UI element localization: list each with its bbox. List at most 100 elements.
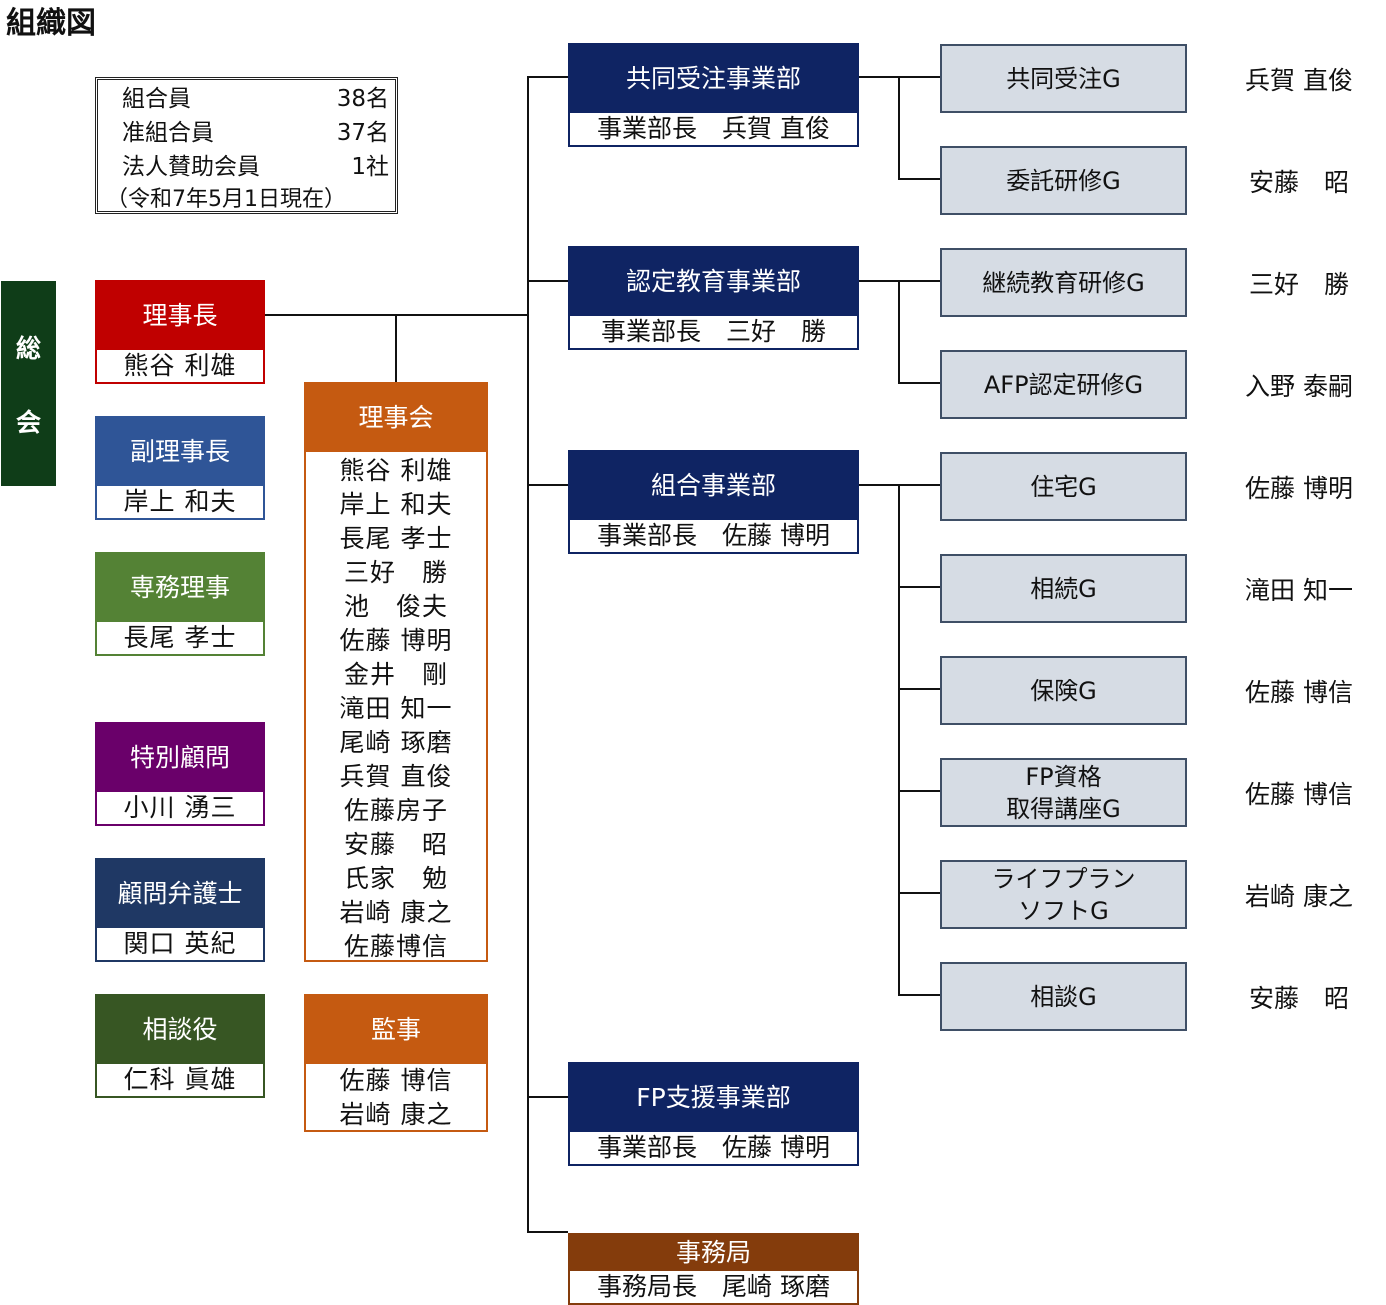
group-leader: 兵賀 直俊 [1245, 65, 1353, 95]
division-fp-support: FP支援事業部 事業部長 佐藤 博明 [568, 1062, 859, 1166]
group-leader: 入野 泰嗣 [1245, 371, 1353, 401]
group-leader: 安藤 昭 [1248, 167, 1349, 197]
group-name: 相談G [1030, 982, 1097, 1011]
auditor-member: 岩崎 康之 [339, 1100, 453, 1129]
board-member: 滝田 知一 [339, 694, 453, 723]
division-joint-orders: 共同受注事業部 事業部長 兵賀 直俊 [568, 43, 859, 147]
membership-label: 准組合員 [122, 120, 214, 146]
board-member: 金井 剛 [343, 660, 448, 689]
division-certified-education: 認定教育事業部 事業部長 三好 勝 [568, 246, 859, 350]
board-member: 兵賀 直俊 [339, 762, 453, 791]
group-name: 委託研修G [1006, 166, 1121, 195]
board-member: 熊谷 利雄 [339, 456, 453, 485]
connector-line [527, 484, 568, 486]
connector-line [527, 76, 568, 78]
role-name: 熊谷 利雄 [123, 351, 237, 380]
role-title: 理事長 [97, 282, 263, 350]
secretariat: 事務局 事務局長 尾崎 琢磨 [568, 1233, 859, 1305]
connector-line [898, 76, 900, 180]
group-name: 相続G [1030, 574, 1097, 603]
group-name: 継続教育研修G [982, 268, 1145, 297]
connector-line [898, 688, 940, 690]
group-name: FP資格 [1025, 762, 1102, 791]
connector-line [395, 314, 397, 382]
group-box: 継続教育研修G [940, 248, 1187, 317]
page-title: 組織図 [6, 6, 96, 41]
division-manager: 事務局長 尾崎 琢磨 [597, 1272, 830, 1301]
board-member: 佐藤博信 [343, 932, 448, 961]
division-manager: 事業部長 佐藤 博明 [597, 521, 830, 550]
group-box: AFP認定研修G [940, 350, 1187, 419]
group-box: 共同受注G [940, 44, 1187, 113]
division-union-business: 組合事業部 事業部長 佐藤 博明 [568, 450, 859, 554]
group-name: ソフトG [1018, 896, 1109, 925]
board-member: 三好 勝 [343, 558, 448, 587]
role-name: 関口 英紀 [123, 929, 237, 958]
role-name: 長尾 孝士 [123, 623, 237, 652]
division-title: FP支援事業部 [570, 1064, 857, 1132]
group-box: 保険G [940, 656, 1187, 725]
role-title: 専務理事 [97, 554, 263, 622]
assembly-char: 総 [15, 333, 41, 363]
board-member: 尾崎 琢磨 [339, 728, 453, 757]
board-member: 佐藤房子 [343, 796, 448, 825]
membership-value: 1社 [351, 154, 389, 180]
group-name: 住宅G [1030, 472, 1097, 501]
membership-row: 准組合員 37名 [122, 117, 389, 149]
board-member: 氏家 勉 [343, 864, 448, 893]
role-vice-chairman: 副理事長 岸上 和夫 [95, 416, 265, 520]
division-title: 認定教育事業部 [570, 248, 857, 316]
group-name: 共同受注G [1006, 64, 1121, 93]
division-manager: 事業部長 三好 勝 [600, 317, 826, 346]
membership-date-note: （令和7年5月1日現在） [106, 187, 346, 212]
membership-row: 組合員 38名 [122, 83, 389, 115]
board-member: 佐藤 博明 [339, 626, 453, 655]
group-name: 取得講座G [1006, 794, 1121, 823]
group-box: 住宅G [940, 452, 1187, 521]
board-of-directors: 理事会 熊谷 利雄 岸上 和夫 長尾 孝士 三好 勝 池 俊夫 佐藤 博明 金井… [304, 382, 488, 962]
group-name: AFP認定研修G [983, 370, 1144, 399]
connector-line [898, 280, 900, 384]
connector-line [898, 892, 940, 894]
connector-line [898, 586, 940, 588]
connector-line [527, 76, 529, 1233]
connector-line [898, 178, 940, 180]
role-counselor: 相談役 仁科 眞雄 [95, 994, 265, 1098]
group-leader: 佐藤 博信 [1245, 779, 1353, 809]
division-title: 事務局 [570, 1235, 857, 1271]
connector-line [898, 382, 940, 384]
role-special-advisor: 特別顧問 小川 湧三 [95, 722, 265, 826]
group-leader: 三好 勝 [1248, 269, 1349, 299]
group-leader: 岩崎 康之 [1245, 881, 1353, 911]
board-member: 安藤 昭 [343, 830, 448, 859]
group-box: ライフプラン ソフトG [940, 860, 1187, 929]
connector-line [527, 280, 568, 282]
division-manager: 事業部長 兵賀 直俊 [597, 114, 830, 143]
role-chairman: 理事長 熊谷 利雄 [95, 280, 265, 384]
auditors: 監事 佐藤 博信 岩崎 康之 [304, 994, 488, 1132]
role-title: 相談役 [97, 996, 263, 1064]
board-member: 長尾 孝士 [339, 524, 453, 553]
connector-line [898, 994, 940, 996]
group-name: 保険G [1030, 676, 1097, 705]
connector-line [527, 1231, 568, 1233]
division-title: 共同受注事業部 [570, 45, 857, 113]
membership-label: 組合員 [122, 86, 191, 112]
role-title: 副理事長 [97, 418, 263, 486]
role-title: 特別顧問 [97, 724, 263, 792]
membership-value: 38名 [336, 86, 389, 112]
assembly-char: 会 [15, 407, 41, 437]
group-leader: 滝田 知一 [1245, 575, 1353, 605]
membership-summary: 組合員 38名 准組合員 37名 法人賛助会員 1社 （令和7年5月1日現在） [95, 77, 398, 214]
board-member: 池 俊夫 [343, 592, 448, 621]
auditor-title: 監事 [306, 996, 486, 1064]
connector-line [898, 484, 900, 996]
role-title: 顧問弁護士 [97, 860, 263, 928]
role-name: 岸上 和夫 [123, 487, 237, 516]
group-box: 委託研修G [940, 146, 1187, 215]
group-leader: 佐藤 博明 [1245, 473, 1353, 503]
board-member: 岩崎 康之 [339, 898, 453, 927]
role-name: 小川 湧三 [123, 793, 237, 822]
membership-row: 法人賛助会員 1社 [122, 151, 389, 183]
role-name: 仁科 眞雄 [123, 1065, 237, 1094]
